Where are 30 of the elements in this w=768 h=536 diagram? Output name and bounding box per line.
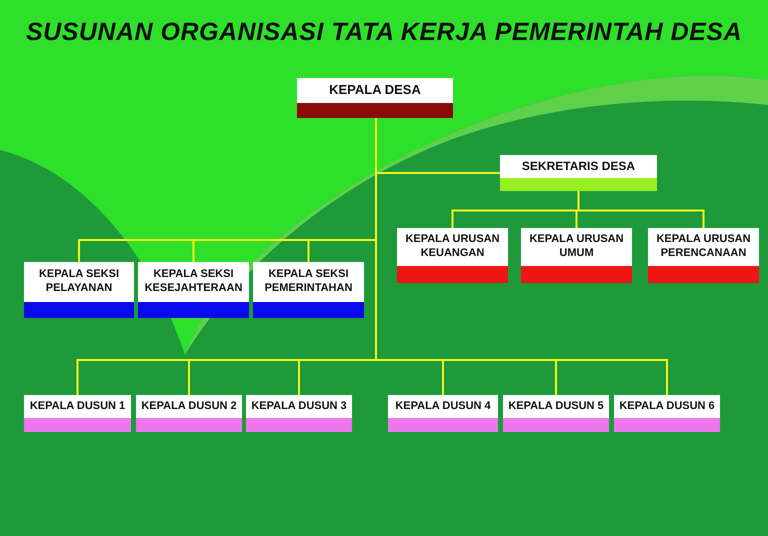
position-box xyxy=(253,262,364,318)
position-title: KEPALA SEKSI KESEJAHTERAAN xyxy=(144,268,244,296)
position-title: KEPALA URUSAN PERENCANAAN xyxy=(655,233,752,261)
position-title: KEPALA DUSUN 1 xyxy=(30,400,126,414)
position-box xyxy=(648,228,759,283)
position-box xyxy=(138,262,249,318)
position-title: KEPALA DUSUN 5 xyxy=(508,400,604,414)
title: SUSUNAN ORGANISASI TATA KERJA PEMERINTAH DESA xyxy=(24,18,744,47)
position-box xyxy=(136,395,242,432)
position-title: KEPALA URUSAN UMUM xyxy=(528,233,625,261)
position-box xyxy=(503,395,609,432)
position-title: KEPALA DUSUN 6 xyxy=(619,400,715,414)
connector-line xyxy=(578,191,704,228)
position-title: KEPALA DESA xyxy=(329,82,421,99)
position-box xyxy=(614,395,720,432)
position-box xyxy=(388,395,498,432)
position-title: SEKRETARIS DESA xyxy=(522,159,636,174)
position-box xyxy=(500,155,657,191)
position-box xyxy=(397,228,508,283)
position-title: KEPALA DUSUN 4 xyxy=(395,400,491,414)
position-title: KEPALA DUSUN 2 xyxy=(141,400,237,414)
position-box xyxy=(24,395,131,432)
position-title: KEPALA URUSAN KEUANGAN xyxy=(404,233,501,261)
position-box xyxy=(521,228,632,283)
position-box xyxy=(246,395,352,432)
position-title: KEPALA SEKSI PEMERINTAHAN xyxy=(264,268,354,296)
position-box xyxy=(24,262,134,318)
position-title: KEPALA SEKSI PELAYANAN xyxy=(38,268,120,296)
position-title: KEPALA DUSUN 3 xyxy=(251,400,347,414)
position-box xyxy=(297,78,453,118)
